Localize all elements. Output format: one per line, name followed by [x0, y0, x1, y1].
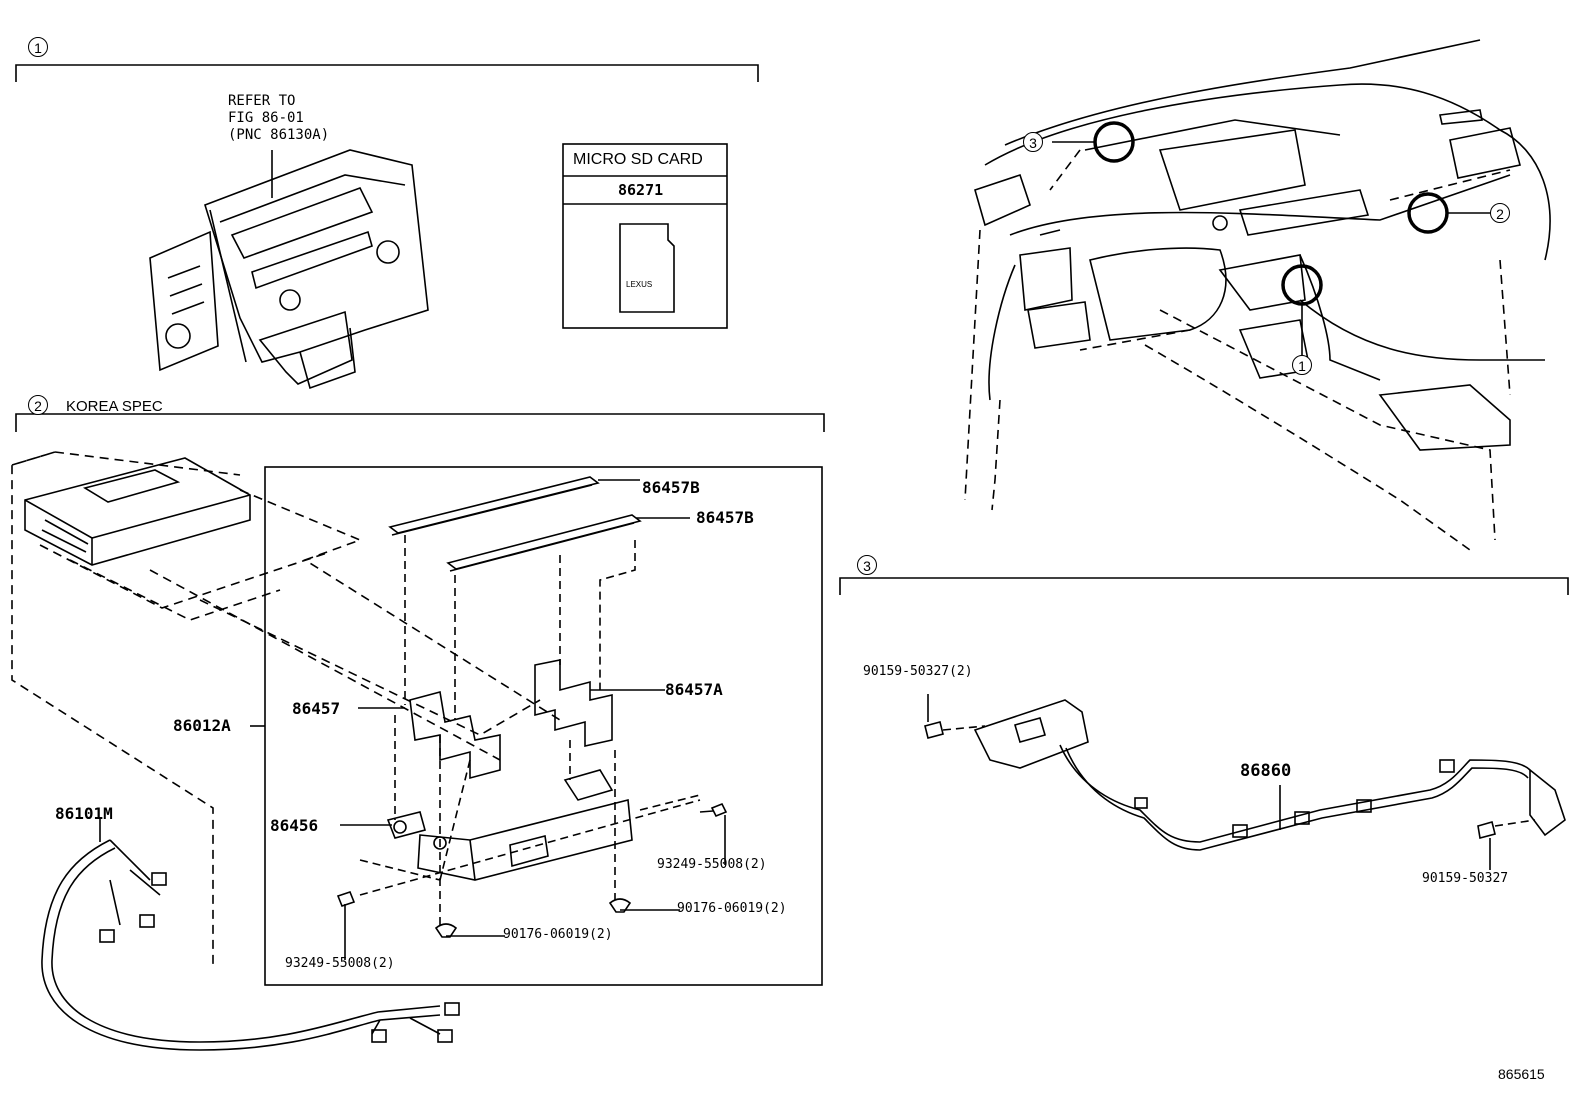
cable-dashed-guides: [942, 725, 1536, 827]
label-90159-50327-left: 90159-50327(2): [863, 664, 973, 679]
section-marker-2: 2: [28, 395, 48, 415]
overview-marker-2: 2: [1490, 203, 1510, 223]
label-86456: 86456: [270, 816, 319, 835]
section-2-bracket: [15, 413, 825, 432]
label-86457B-a: 86457B: [642, 478, 700, 497]
label-86457A: 86457A: [665, 680, 723, 699]
label-90159-50327-right: 90159-50327: [1422, 871, 1509, 886]
overview-marker-1: 1: [1292, 355, 1312, 375]
label-86101M: 86101M: [55, 804, 113, 823]
section-2-note: KOREA SPEC: [66, 398, 163, 415]
sd-card-title: MICRO SD CARD: [573, 151, 703, 168]
screws-drawing: [336, 802, 728, 938]
sd-card-brand: LEXUS: [626, 280, 653, 289]
section-3-leaders: [927, 694, 1491, 870]
rail-86457B-drawing: [388, 476, 690, 572]
section-3-bracket: [839, 577, 1569, 595]
section-1-bracket: [15, 64, 759, 82]
audio-head-unit-drawing: [149, 149, 429, 390]
label-90176-06019-right: 90176-06019(2): [677, 901, 787, 916]
micro-sd-card-box: [562, 143, 728, 329]
label-93249-55008-right: 93249-55008(2): [657, 857, 767, 872]
section-2-leaders: [250, 689, 726, 960]
cable-86860-drawing: [924, 699, 1566, 851]
figure-id: 865615: [1498, 1066, 1545, 1082]
dashboard-dashed-lines: [964, 149, 1511, 551]
section-marker-1: 1: [28, 37, 48, 57]
label-86860: 86860: [1240, 761, 1292, 781]
label-86012A: 86012A: [173, 716, 231, 735]
assembly-dashed-outline: [11, 451, 561, 965]
brackets-drawing: [386, 659, 633, 881]
label-86457: 86457: [292, 699, 341, 718]
dashboard-leaders: [1052, 141, 1492, 355]
harness-86101M-drawing: [41, 818, 460, 1051]
sd-card-part-number: 86271: [618, 181, 664, 199]
label-86457B-b: 86457B: [696, 508, 754, 527]
navigation-module-drawing: [24, 457, 251, 566]
bracket-dashed-guides: [359, 535, 701, 930]
section-marker-3: 3: [857, 555, 877, 575]
dashboard-overview-drawing: [974, 39, 1551, 451]
overview-marker-3: 3: [1023, 132, 1043, 152]
label-90176-06019-bottom: 90176-06019(2): [503, 927, 613, 942]
refer-to-note: REFER TO FIG 86-01 (PNC 86130A): [228, 93, 330, 143]
label-93249-55008-bottom: 93249-55008(2): [285, 956, 395, 971]
